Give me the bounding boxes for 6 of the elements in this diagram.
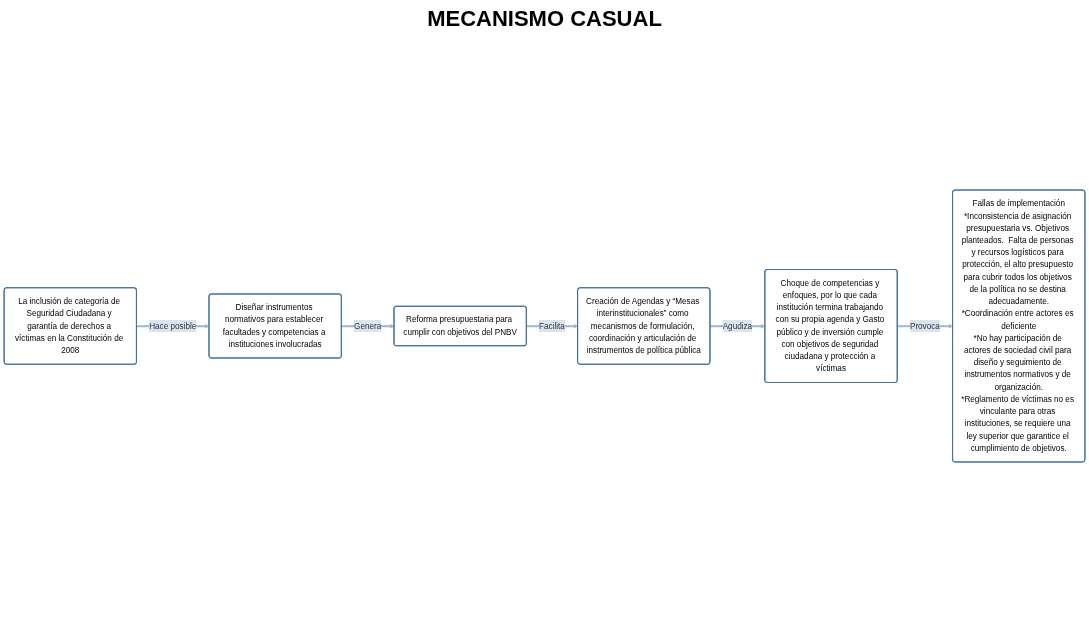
edge-label: Genera [354, 321, 382, 331]
edge-label: Agudiza [722, 321, 753, 331]
edge-label: Provoca [909, 321, 940, 331]
edge-label: Facilita [539, 321, 565, 331]
diagram-title: MECANISMO CASUAL [426, 6, 663, 32]
edge-label: Hace posible [149, 321, 197, 331]
